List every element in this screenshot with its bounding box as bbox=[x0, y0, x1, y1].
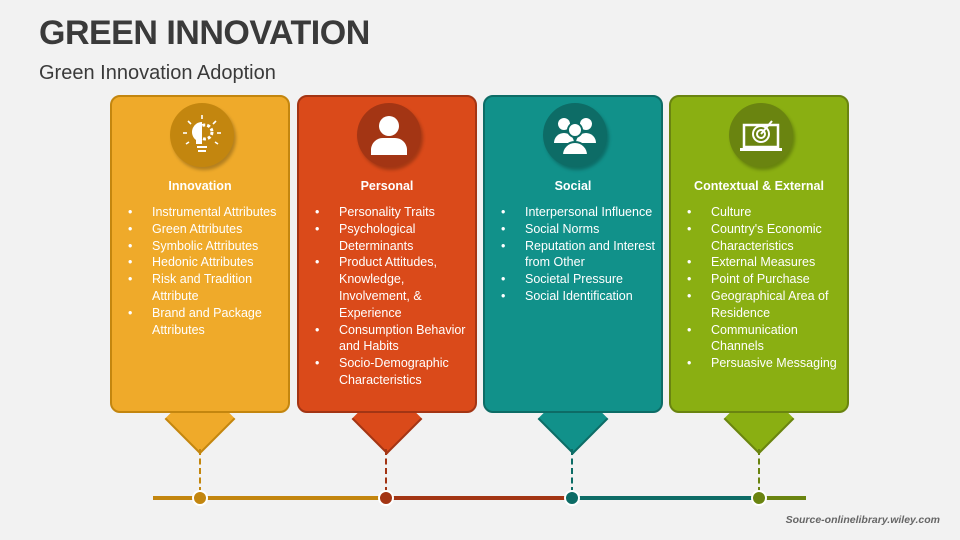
list-item: Culture bbox=[685, 204, 841, 221]
list-item: Green Attributes bbox=[126, 221, 282, 238]
connector-line bbox=[385, 449, 387, 493]
timeline-dot bbox=[564, 490, 580, 506]
laptop-target-icon bbox=[729, 103, 793, 167]
card-list: Personality TraitsPsychological Determin… bbox=[313, 204, 469, 389]
list-item: Communication Channels bbox=[685, 322, 841, 356]
page-subtitle: Green Innovation Adoption bbox=[39, 62, 276, 84]
list-item: Risk and Tradition Attribute bbox=[126, 271, 282, 305]
list-item: Geographical Area of Residence bbox=[685, 288, 841, 322]
list-item: Social Norms bbox=[499, 221, 655, 238]
card-title: Personal bbox=[360, 179, 414, 193]
card-list: Interpersonal InfluenceSocial NormsReput… bbox=[499, 204, 655, 305]
card-list: CultureCountry's Economic Characteristic… bbox=[685, 204, 841, 372]
timeline-dot bbox=[378, 490, 394, 506]
list-item: Brand and Package Attributes bbox=[126, 305, 282, 339]
timeline-segment bbox=[386, 496, 572, 500]
timeline-segment bbox=[572, 496, 759, 500]
list-item: Persuasive Messaging bbox=[685, 355, 841, 372]
person-icon bbox=[357, 103, 421, 167]
group-icon bbox=[543, 103, 607, 167]
list-item: Consumption Behavior and Habits bbox=[313, 322, 469, 356]
list-item: Reputation and Interest from Other bbox=[499, 238, 655, 272]
timeline-segment bbox=[759, 496, 806, 500]
timeline-dot bbox=[192, 490, 208, 506]
list-item: Product Attitudes, Knowledge, Involvemen… bbox=[313, 254, 469, 321]
source-text: Source-onlinelibrary.wiley.com bbox=[785, 514, 940, 526]
list-item: Instrumental Attributes bbox=[126, 204, 282, 221]
page-title: GREEN INNOVATION bbox=[39, 14, 370, 52]
list-item: Social Identification bbox=[499, 288, 655, 305]
list-item: Psychological Determinants bbox=[313, 221, 469, 255]
card-2: Social Interpersonal InfluenceSocial Nor… bbox=[483, 95, 663, 413]
list-item: Symbolic Attributes bbox=[126, 238, 282, 255]
connector-line bbox=[199, 449, 201, 493]
connector-line bbox=[758, 449, 760, 493]
card-title: Innovation bbox=[168, 179, 232, 193]
card-0: Innovation Instrumental AttributesGreen … bbox=[110, 95, 290, 413]
list-item: External Measures bbox=[685, 254, 841, 271]
list-item: Socio-Demographic Characteristics bbox=[313, 355, 469, 389]
timeline-segment bbox=[153, 496, 386, 500]
list-item: Country's Economic Characteristics bbox=[685, 221, 841, 255]
list-item: Point of Purchase bbox=[685, 271, 841, 288]
card-title: Social bbox=[554, 179, 592, 193]
list-item: Personality Traits bbox=[313, 204, 469, 221]
connector-line bbox=[571, 449, 573, 493]
lightbulb-gear-icon bbox=[170, 103, 234, 167]
list-item: Interpersonal Influence bbox=[499, 204, 655, 221]
card-title: Contextual & External bbox=[694, 179, 824, 193]
list-item: Societal Pressure bbox=[499, 271, 655, 288]
card-3: Contextual & External CultureCountry's E… bbox=[669, 95, 849, 413]
card-1: Personal Personality TraitsPsychological… bbox=[297, 95, 477, 413]
list-item: Hedonic Attributes bbox=[126, 254, 282, 271]
timeline-dot bbox=[751, 490, 767, 506]
card-list: Instrumental AttributesGreen AttributesS… bbox=[126, 204, 282, 338]
